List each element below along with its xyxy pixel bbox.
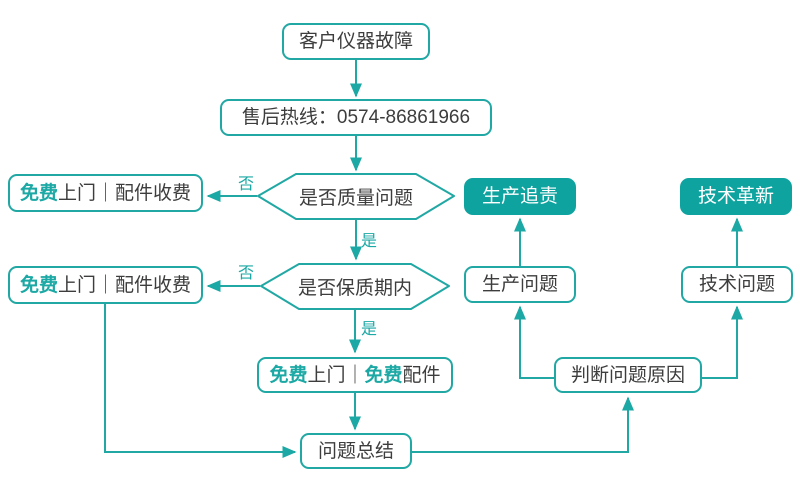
edge-label-no-1: 否 (237, 176, 254, 193)
connector-judge-to-production (514, 305, 554, 379)
connector-summary-to-judge (412, 396, 634, 453)
node-summary: 问题总结 (300, 433, 412, 469)
decision-warranty-label: 是否保质期内 (297, 278, 412, 299)
visit-text: 上门｜ (307, 364, 365, 386)
edge-label-no-2: 否 (237, 265, 254, 282)
decision-warranty-shape (260, 263, 450, 310)
node-technical-innovation: 技术革新 (680, 178, 792, 215)
decision-quality-shape (257, 173, 455, 220)
node-production-accountability: 生产追责 (464, 178, 576, 215)
free-accent-text: 免费 (19, 274, 58, 296)
edge-label-yes-2: 是 (360, 321, 377, 338)
edge-label-yes-1: 是 (360, 233, 377, 250)
node-customer-fault: 客户仪器故障 (282, 23, 430, 60)
paid-parts-text: 上门｜配件收费 (58, 182, 192, 204)
paid-parts-text: 上门｜配件收费 (58, 274, 192, 296)
parts-text: 配件 (402, 364, 441, 386)
decision-quality-label: 是否质量问题 (298, 188, 413, 209)
node-free-visit-paid-parts-2: 免费上门｜配件收费 (8, 266, 203, 304)
node-free-visit-paid-parts-1: 免费上门｜配件收费 (8, 174, 203, 212)
connector-paidparts-to-summary (104, 304, 297, 458)
node-technical-issue: 技术问题 (681, 266, 793, 303)
node-judge-cause: 判断问题原因 (554, 357, 702, 393)
free-accent-text: 免费 (364, 364, 403, 386)
node-hotline: 售后热线：0574-86861966 (220, 99, 492, 136)
connector-judge-to-technical (702, 305, 743, 379)
node-production-issue: 生产问题 (464, 266, 576, 303)
node-free-visit-free-parts: 免费上门｜免费配件 (257, 357, 453, 393)
free-accent-text: 免费 (19, 182, 58, 204)
free-accent-text: 免费 (269, 364, 308, 386)
